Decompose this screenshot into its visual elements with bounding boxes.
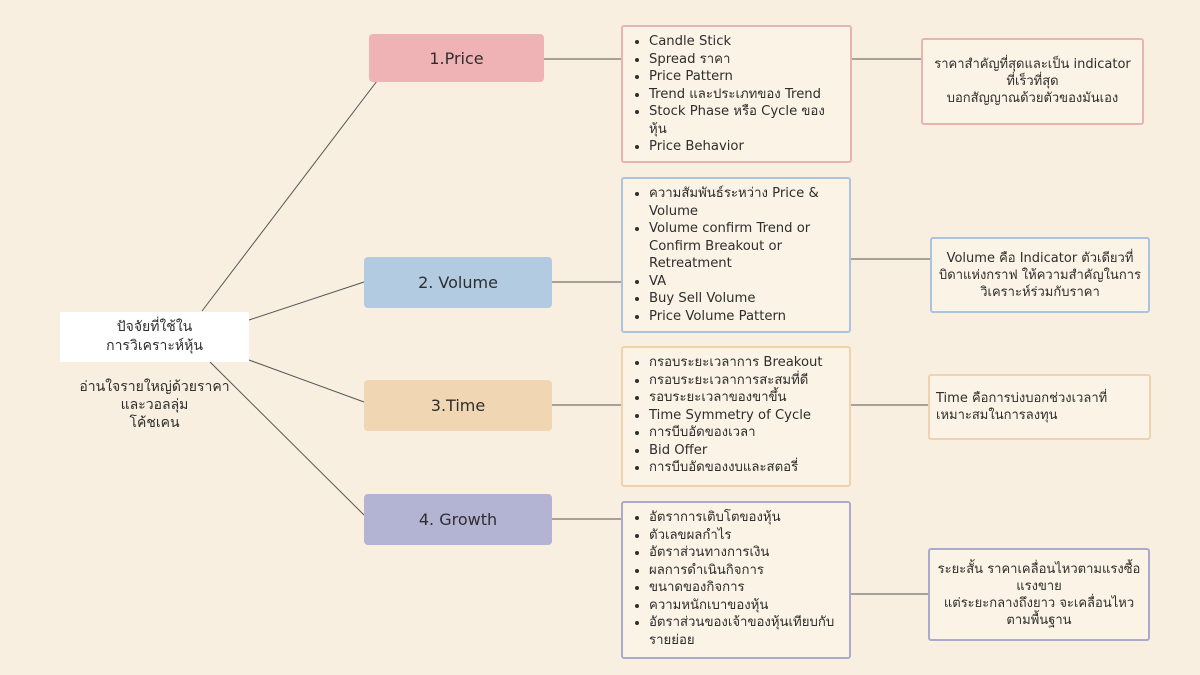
root-node: ปัจจัยที่ใช้ใน การวิเคราะห์หุ้น [60, 312, 249, 362]
list-item: การบีบอัดของเวลา [649, 424, 841, 442]
list-item: ความสัมพันธ์ระหว่าง Price & Volume [649, 185, 841, 220]
list-item: กรอบระยะเวลาการสะสมที่ดี [649, 372, 841, 390]
list-item: ขนาดของกิจการ [649, 579, 841, 597]
note-line: บอกสัญญาณด้วยตัวของมันเอง [946, 91, 1119, 106]
volume-factor-list: ความสัมพันธ์ระหว่าง Price & Volume Volum… [621, 177, 851, 333]
root-subtitle-line2: และวอลลุ่ม [120, 397, 189, 413]
list-item: อัตราการเติบโตของหุ้น [649, 509, 841, 527]
growth-note: ระยะสั้น ราคาเคลื่อนไหวตามแรงซื้อแรงขาย … [928, 548, 1150, 641]
list-item: VA [649, 273, 841, 291]
category-growth-label: 4. Growth [418, 510, 498, 529]
note-line: ระยะสั้น ราคาเคลื่อนไหวตามแรงซื้อแรงขาย [937, 561, 1141, 594]
price-factor-list: Candle Stick Spread ราคา Price Pattern T… [621, 25, 852, 163]
note-line: ราคาสำคัญที่สุดและเป็น indicator ที่เร็ว… [934, 57, 1131, 89]
list-item: Candle Stick [649, 33, 842, 51]
root-subtitle: อ่านใจรายใหญ่ด้วยราคา และวอลลุ่ม โค้ชเคน [60, 378, 249, 432]
list-item: รอบระยะเวลาของขาขึ้น [649, 389, 841, 407]
list-item: Price Behavior [649, 138, 842, 156]
note-line: เหมาะสมในการลงทุน [936, 408, 1058, 423]
list-item: การบีบอัดของงบและสตอรี่ [649, 459, 841, 477]
list-item: Trend และประเภทของ Trend [649, 86, 842, 104]
list-item: Spread ราคา [649, 51, 842, 69]
connector-root-growth [209, 361, 365, 516]
root-subtitle-line3: โค้ชเคน [129, 415, 180, 431]
list-item: Bid Offer [649, 442, 841, 460]
connector-root-time [248, 359, 365, 403]
list-item: Volume confirm Trend or Confirm Breakout… [649, 220, 841, 273]
volume-note: Volume คือ Indicator ตัวเดียวที่ บิดาแห่… [930, 237, 1150, 313]
list-item: Time Symmetry of Cycle [649, 407, 841, 425]
root-subtitle-line1: อ่านใจรายใหญ่ด้วยราคา [79, 379, 230, 395]
note-line: แต่ระยะกลางถึงยาว จะเคลื่อนไหวตามพื้นฐาน [943, 595, 1135, 628]
category-volume-label: 2. Volume [418, 273, 498, 292]
list-item: ผลการดำเนินกิจการ [649, 562, 841, 580]
note-line: Time คือการบ่งบอกช่วงเวลาที่ [936, 391, 1108, 406]
growth-factor-list: อัตราการเติบโตของหุ้น ตัวเลขผลกำไร อัตรา… [621, 501, 851, 659]
category-price: 1.Price [369, 34, 544, 82]
price-note: ราคาสำคัญที่สุดและเป็น indicator ที่เร็ว… [921, 38, 1144, 125]
list-item: กรอบระยะเวลาการ Breakout [649, 354, 841, 372]
list-item: Stock Phase หรือ Cycle ของหุ้น [649, 103, 842, 138]
note-line: บิดาแห่งกราฟ ให้ความสำคัญในการ [939, 267, 1141, 283]
note-line: Volume คือ Indicator ตัวเดียวที่ [946, 250, 1134, 266]
root-label-line2: การวิเคราะห์หุ้น [106, 338, 203, 354]
connector-root-price [201, 80, 378, 312]
list-item: ความหนักเบาของหุ้น [649, 597, 841, 615]
list-item: Price Volume Pattern [649, 308, 841, 326]
category-volume: 2. Volume [364, 257, 552, 308]
list-item: อัตราส่วนทางการเงิน [649, 544, 841, 562]
note-line: วิเคราะห์ร่วมกับราคา [980, 284, 1100, 300]
list-item: ตัวเลขผลกำไร [649, 527, 841, 545]
category-price-label: 1.Price [429, 48, 484, 68]
time-factor-list: กรอบระยะเวลาการ Breakout กรอบระยะเวลาการ… [621, 346, 851, 487]
list-item: Buy Sell Volume [649, 290, 841, 308]
category-time: 3.Time [364, 380, 552, 431]
root-label-line1: ปัจจัยที่ใช้ใน [116, 319, 193, 335]
time-note: Time คือการบ่งบอกช่วงเวลาที่ เหมาะสมในกา… [928, 374, 1151, 440]
category-time-label: 3.Time [430, 396, 486, 415]
list-item: อัตราส่วนของเจ้าของหุ้นเทียบกับรายย่อย [649, 614, 841, 649]
connector-root-volume [248, 281, 365, 321]
category-growth: 4. Growth [364, 494, 552, 545]
list-item: Price Pattern [649, 68, 842, 86]
